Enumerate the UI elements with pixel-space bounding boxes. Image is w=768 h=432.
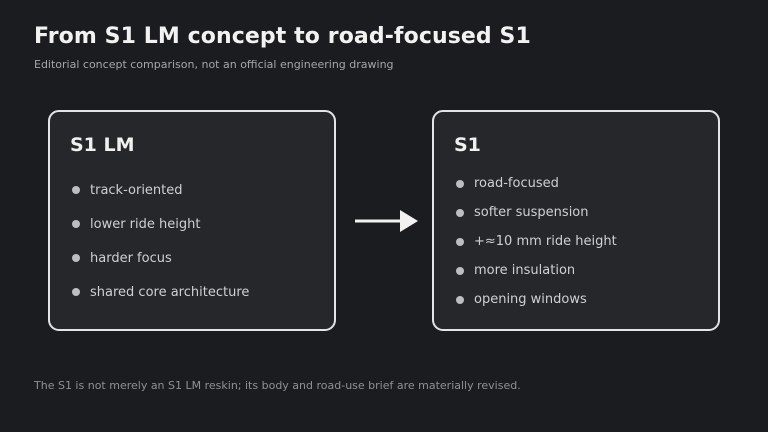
- feature-list-s1-lm: track-oriented lower ride height harder …: [72, 173, 249, 309]
- list-item: track-oriented: [72, 173, 249, 207]
- list-item: more insulation: [456, 256, 617, 285]
- bullet-dot-icon: [456, 295, 464, 304]
- list-item-text: harder focus: [90, 250, 172, 266]
- bullet-dot-icon: [456, 208, 464, 217]
- list-item-text: lower ride height: [90, 216, 201, 232]
- list-item: shared core architecture: [72, 275, 249, 309]
- arrow-right-icon: [355, 210, 418, 232]
- list-item: lower ride height: [72, 207, 249, 241]
- bullet-dot-icon: [72, 288, 80, 296]
- list-item-text: more insulation: [474, 263, 576, 278]
- list-item-text: +≈10 mm ride height: [474, 234, 617, 249]
- list-item: +≈10 mm ride height: [456, 227, 617, 256]
- list-item-text: track-oriented: [90, 182, 183, 198]
- card-title-s1-lm: S1 LM: [70, 134, 135, 156]
- list-item: road-focused: [456, 169, 617, 198]
- bullet-dot-icon: [456, 237, 464, 246]
- list-item: harder focus: [72, 241, 249, 275]
- arrow-head: [400, 210, 418, 232]
- list-item: opening windows: [456, 285, 617, 314]
- feature-list-s1: road-focused softer suspension +≈10 mm r…: [456, 169, 617, 314]
- list-item: softer suspension: [456, 198, 617, 227]
- bullet-dot-icon: [72, 220, 80, 228]
- card-title-s1: S1: [454, 134, 481, 156]
- list-item-text: opening windows: [474, 292, 587, 307]
- bullet-dot-icon: [456, 266, 464, 275]
- footer-note: The S1 is not merely an S1 LM reskin; it…: [34, 379, 521, 392]
- card-s1: S1 road-focused softer suspension +≈10 m…: [432, 110, 720, 331]
- list-item-text: softer suspension: [474, 205, 589, 220]
- page-subtitle: Editorial concept comparison, not an off…: [34, 58, 394, 71]
- list-item-text: road-focused: [474, 176, 559, 191]
- bullet-dot-icon: [72, 254, 80, 262]
- list-item-text: shared core architecture: [90, 284, 250, 300]
- page-title: From S1 LM concept to road-focused S1: [34, 24, 531, 49]
- bullet-dot-icon: [456, 179, 464, 188]
- bullet-dot-icon: [72, 186, 80, 194]
- card-s1-lm: S1 LM track-oriented lower ride height h…: [48, 110, 336, 331]
